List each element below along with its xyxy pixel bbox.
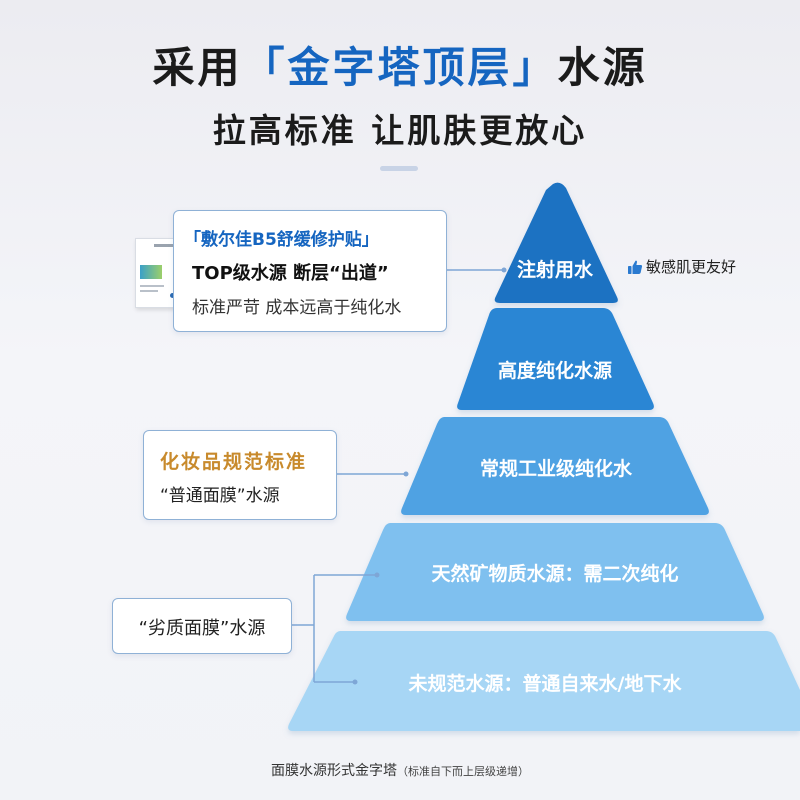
product-logo-dot <box>170 293 175 298</box>
pyramid-tier-5 <box>288 631 800 731</box>
tier-label-2: 高度纯化水源 <box>498 359 612 382</box>
connector-bottom-dot-a <box>374 572 380 578</box>
pyramid-tier-1 <box>494 182 618 303</box>
title-divider <box>380 166 418 171</box>
product-brand-mark <box>154 244 174 247</box>
sensitive-skin-text: 敏感肌更友好 <box>646 258 737 276</box>
callout-top-headline: TOP级水源 断层“出道” <box>192 263 389 284</box>
pyramid-tier-4 <box>346 523 764 621</box>
callout-middle-title: 化妆品规范标准 <box>160 451 308 473</box>
sensitive-skin-tag: 敏感肌更友好 <box>627 256 736 277</box>
callout-top-detail: 标准严苛 成本远高于纯化水 <box>192 298 402 318</box>
callout-top-title: 「敷尔佳B5舒缓修护贴」 <box>184 230 379 250</box>
tier-label-4: 天然矿物质水源：需二次纯化 <box>431 562 678 585</box>
product-text-line <box>140 285 164 287</box>
connector-middle-dot <box>403 471 409 477</box>
title-accent: 「金字塔顶层」 <box>242 43 558 92</box>
product-box-image <box>135 238 179 308</box>
product-text-line <box>140 290 158 292</box>
callout-bottom: “劣质面膜”水源 <box>112 598 292 654</box>
figure-caption: 面膜水源形式金字塔（标准自下而上层级递增） <box>0 760 800 780</box>
page-title: 采用「金字塔顶层」水源 <box>0 34 800 95</box>
pyramid-tier-3 <box>401 417 709 515</box>
title-prefix: 采用 <box>152 43 243 92</box>
tier-label-1: 注射用水 <box>517 258 594 281</box>
thumbs-up-icon <box>628 260 643 274</box>
callout-bottom-title: “劣质面膜”水源 <box>138 618 266 639</box>
caption-note: （标准自下而上层级递增） <box>397 765 529 778</box>
connector-bottom <box>290 574 376 683</box>
pyramid-tier-2 <box>457 308 654 410</box>
callout-middle-detail: “普通面膜”水源 <box>160 486 280 506</box>
tier-label-3: 常规工业级纯化水 <box>480 457 633 480</box>
connector-top-dot <box>501 267 507 273</box>
callout-middle: 化妆品规范标准 “普通面膜”水源 <box>143 430 337 520</box>
caption-main: 面膜水源形式金字塔 <box>271 763 397 779</box>
page-subtitle: 拉高标准 让肌肤更放心 <box>212 111 588 150</box>
callout-top: 「敷尔佳B5舒缓修护贴」 TOP级水源 断层“出道” 标准严苛 成本远高于纯化水 <box>173 210 447 332</box>
tier-label-5: 未规范水源：普通自来水/地下水 <box>408 672 683 695</box>
product-photo <box>140 265 162 279</box>
connector-bottom-dot-b <box>352 679 358 685</box>
title-suffix: 水源 <box>557 43 648 92</box>
